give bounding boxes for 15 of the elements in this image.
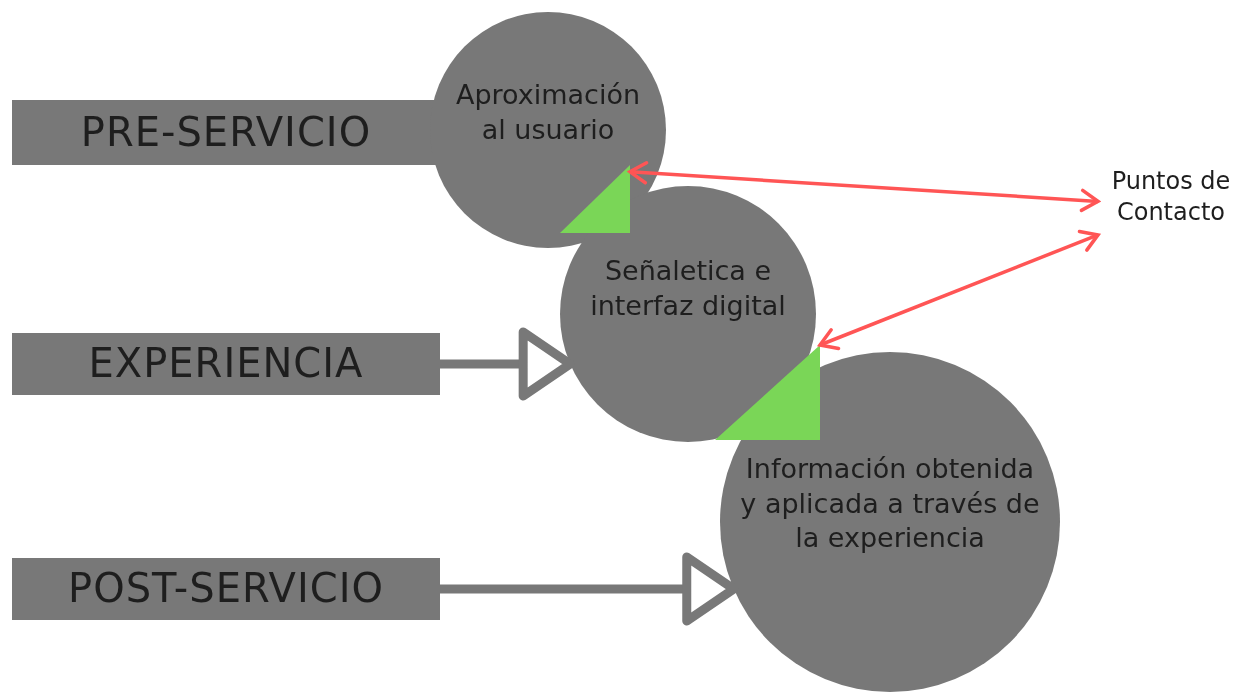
stage-label: Aproximación al usuario: [454, 78, 642, 147]
stage-label: Información obtenida y aplicada a través de la experiencia: [739, 452, 1041, 556]
phase-label: EXPERIENCIA: [88, 339, 364, 389]
touchpoint-label: Puntos de Contacto: [1110, 166, 1232, 228]
arrow: [628, 161, 1100, 213]
phase-bar: [12, 558, 440, 620]
arrow: [440, 327, 575, 401]
phase-label: PRE-SERVICIO: [80, 107, 372, 157]
arrow: [440, 552, 739, 626]
stage-label: Señaletica e interfaz digital: [589, 254, 787, 323]
corner-triangle: [560, 165, 630, 233]
arrow: [818, 229, 1100, 351]
phase-bar: [12, 333, 440, 395]
phase-label: POST-SERVICIO: [68, 564, 384, 614]
corner-triangle: [715, 345, 820, 440]
